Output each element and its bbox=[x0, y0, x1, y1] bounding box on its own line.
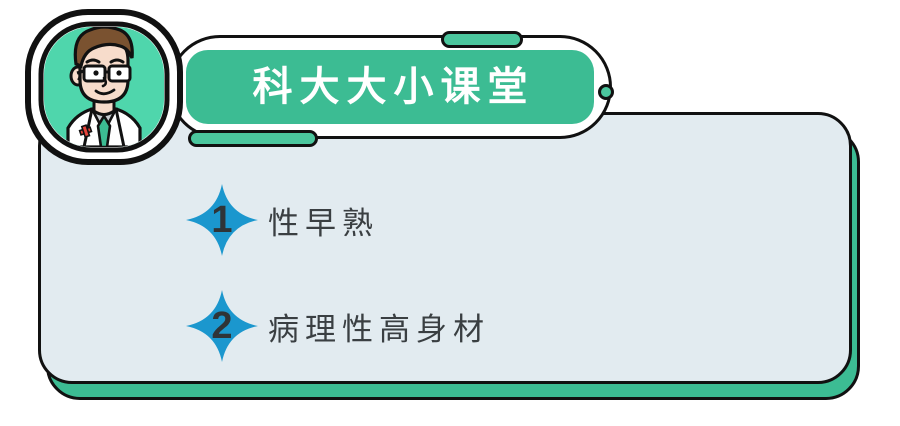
content-card bbox=[38, 112, 852, 384]
title-banner: 科大大小课堂 bbox=[186, 50, 594, 124]
list-item[interactable]: 2 病理性高身材 bbox=[186, 284, 806, 368]
banner-title-text: 科大大小课堂 bbox=[252, 65, 535, 109]
list-item[interactable]: 1 性早熟 bbox=[186, 178, 806, 262]
banner-decoration-pill-top bbox=[441, 31, 523, 48]
doctor-avatar bbox=[24, 8, 184, 166]
list-item-label: 病理性高身材 bbox=[268, 311, 490, 347]
banner-connector-dot bbox=[598, 84, 614, 100]
star-badge-icon: 1 bbox=[186, 184, 258, 256]
list-item-number: 1 bbox=[211, 199, 233, 241]
banner-decoration-pill-bottom bbox=[188, 130, 318, 147]
topic-list: 1 性早熟 2 病理性高身材 bbox=[186, 178, 806, 368]
list-item-number: 2 bbox=[211, 305, 233, 347]
star-badge-icon: 2 bbox=[186, 290, 258, 362]
list-item-label: 性早熟 bbox=[268, 205, 379, 241]
